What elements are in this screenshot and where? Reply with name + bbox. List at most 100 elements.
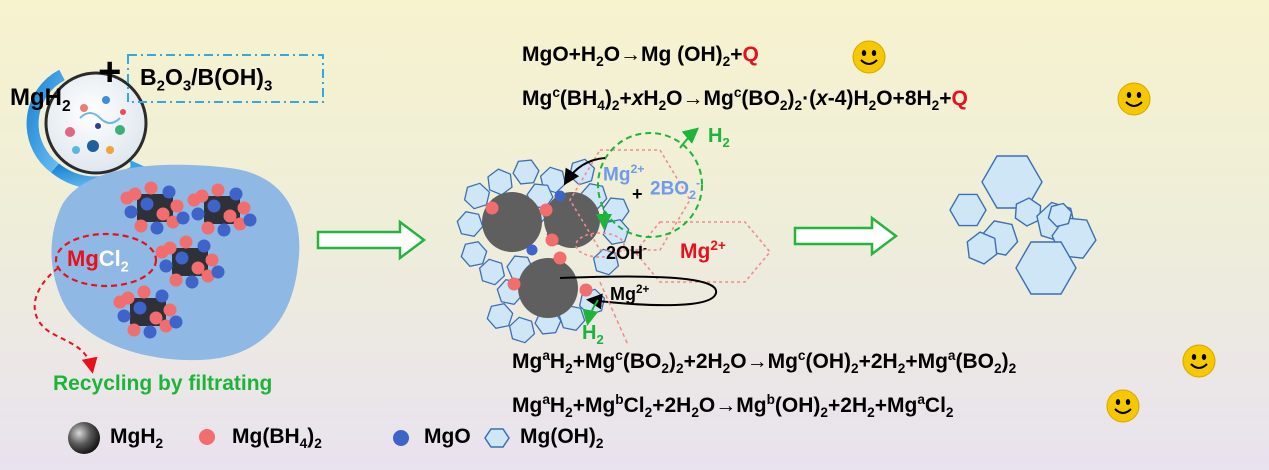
h2-top-label: H2 (708, 125, 730, 150)
mg-bo2-region (569, 149, 691, 251)
mgo-particle (175, 251, 189, 265)
mgbh4-particle (579, 283, 593, 297)
mgoh2-hexagon (1015, 241, 1077, 295)
mgbh4-particle (201, 221, 215, 235)
mgoh2-hexagon (949, 193, 987, 227)
mgoh2-hexagon (508, 316, 536, 344)
mgbh4-particle (179, 235, 193, 249)
mgoh2-hexagon (486, 302, 514, 330)
reaction-arrow-icon (316, 219, 427, 261)
mgbh4-particle (187, 193, 201, 207)
mgbh4-particle (166, 215, 180, 229)
mgcl2-label: MgCl2 (67, 246, 129, 276)
plus-sign: + (98, 50, 122, 94)
mgoh2-hexagon (592, 248, 620, 276)
mgbh4-particle (553, 251, 567, 265)
mgbh4-particle (159, 319, 173, 333)
recycle-label: Recycling by filtrating (53, 372, 273, 395)
mgoh2-hexagon (456, 210, 484, 238)
mgo-particle (526, 244, 538, 256)
mgo-particle (191, 207, 205, 221)
equation-1: MgO+H2O→Mg (OH)2+Q (522, 43, 759, 70)
mgbh4-particle (134, 219, 148, 233)
plus-mid: + (632, 184, 643, 204)
mgo-particle (229, 187, 243, 201)
mgo-particle (143, 325, 157, 339)
mgbh4-particle (113, 295, 127, 309)
boron-label: B2O3/B(OH)3 (140, 64, 273, 95)
equation-2: Mgc(BH4)2+xH2O→Mgc(BO2)2·(x-4)H2O+8H2+Q (522, 85, 968, 114)
equation-4: MgaH2+MgbCl2+2H2O→Mgb(OH)2+2H2+MgaCl2 (512, 392, 954, 421)
mg-ion-bottom-label: Mg2+ (610, 283, 650, 304)
mgoh2-hexagon (602, 218, 630, 246)
mgoh2-hexagon (460, 240, 488, 268)
mgo-particle (133, 301, 147, 315)
legend-mgo-swatch (393, 430, 409, 446)
smiley-face-icon (1117, 82, 1151, 116)
mgbh4-particle (223, 209, 237, 223)
mgbh4-particle (211, 183, 225, 197)
ion-return-arrow (559, 275, 718, 310)
mgbh4-particle (545, 233, 559, 247)
mgo-particle (207, 199, 221, 213)
legend-mgh2-label: MgH2 (110, 425, 164, 452)
mgbh4-particle (507, 277, 521, 291)
h2-release-circle (597, 132, 703, 238)
mgbh4-particle (127, 323, 141, 337)
mgbh4-particle (205, 253, 219, 267)
reaction-arrow-icon (793, 215, 899, 257)
mgbh4-particle (156, 207, 170, 221)
mgbh4-particle (137, 285, 151, 299)
mgoh2-hexagon (478, 258, 506, 286)
bo2-label: 2BO2- (650, 176, 701, 203)
mgbh4-particle (191, 261, 205, 275)
mgo-particle (140, 197, 154, 211)
mgbh4-particle (485, 201, 499, 215)
composite-particles (113, 181, 257, 339)
mgbh4-particle (539, 203, 553, 217)
mgbh4-particle (201, 269, 215, 283)
mg-ion-region (633, 221, 772, 283)
mgh2-particle (518, 258, 578, 318)
mgo-particle (217, 223, 231, 237)
mgbh4-particle (170, 199, 184, 213)
mgbh4-particle (163, 303, 177, 317)
smiley-face-icon (1106, 389, 1140, 423)
smiley-face-icon (852, 40, 886, 74)
mgbh4-particle (169, 273, 183, 287)
smiley-face-icon (1182, 344, 1216, 378)
legend-mgo-label: MgO (424, 425, 471, 448)
mgo-particle (185, 275, 199, 289)
mgo-particle (197, 239, 211, 253)
mgo-particle (159, 259, 173, 273)
mgoh2-hexagon (1014, 197, 1042, 227)
mg-ion-top-label: Mg2+ (603, 162, 645, 186)
mgbh4-particle (149, 311, 163, 325)
mgh2-particle (482, 192, 542, 252)
mgo-particle (124, 205, 138, 219)
mgo-particle (176, 211, 190, 225)
mgo-particle (150, 221, 164, 235)
mgh2-label: MgH2 (10, 84, 71, 115)
legend-mgoh2-label: Mg(OH)2 (520, 425, 604, 452)
h2-bottom-label: H2 (582, 322, 604, 347)
legend-mgbh4-swatch (199, 429, 215, 445)
ion-migration-arrow (563, 157, 606, 186)
legend-mgoh2-swatch (484, 428, 510, 448)
mgbh4-particle (120, 191, 134, 205)
mgo-particle (169, 315, 183, 329)
oh-label: 2OH- (606, 242, 647, 263)
legend-mgbh4-label: Mg(BH4)2 (232, 425, 322, 452)
legend-mgh2-swatch (68, 422, 100, 454)
mgoh2-hexagon (512, 159, 540, 185)
mg-ion-right-label: Mg2+ (680, 238, 726, 263)
mgh2-particle (544, 192, 600, 248)
mgo-particle (243, 213, 257, 227)
mgo-particle (162, 185, 176, 199)
mgoh2-hexagon (1047, 202, 1073, 228)
recycle-arrow (33, 267, 98, 374)
mgo-particle (117, 309, 131, 323)
mgoh2-hexagon (602, 197, 630, 223)
equation-3: MgaH2+Mgc(BO2)2+2H2O→Mgc(OH)2+2H2+Mga(BO… (512, 348, 1017, 377)
